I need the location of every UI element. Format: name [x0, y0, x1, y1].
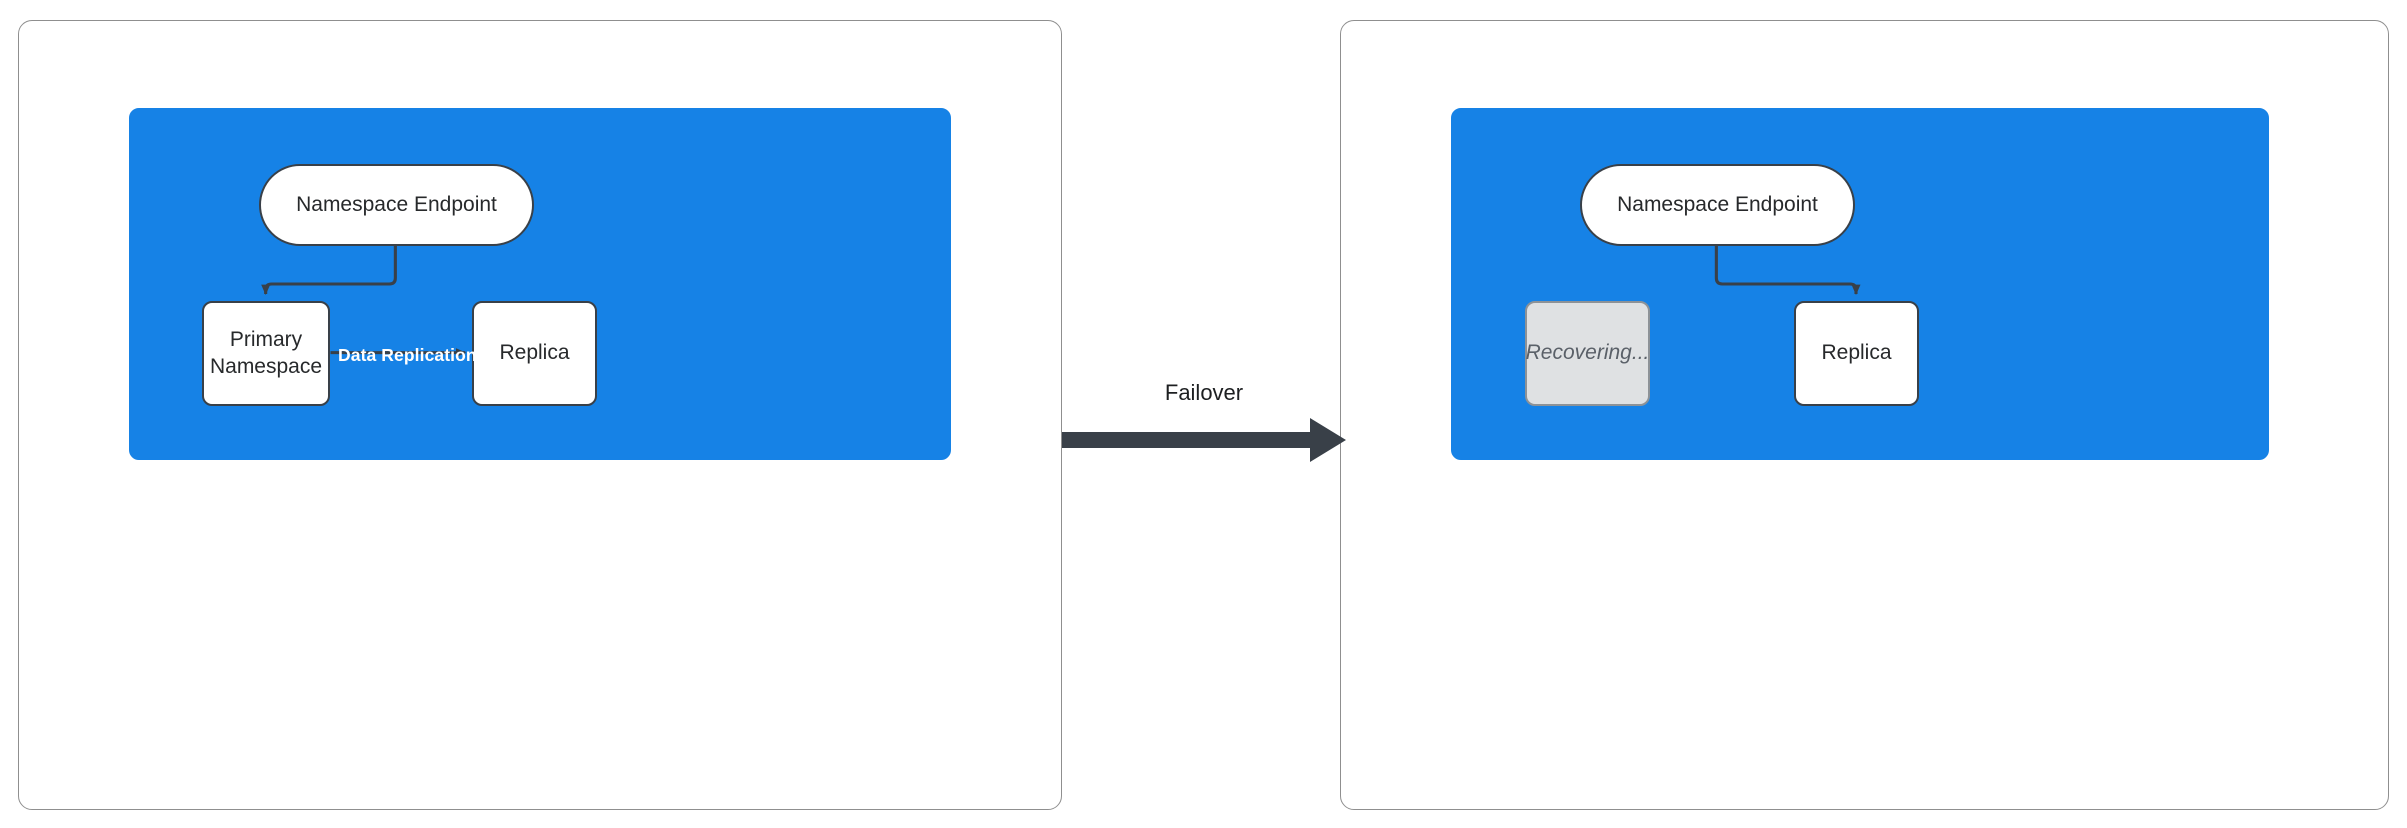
connector-layer-left [261, 245, 467, 358]
failover-arrow-icon [1062, 418, 1346, 462]
edge-endpoint-to-primary [261, 245, 397, 296]
panel-after-failover: After Failover Namespace Endpoint Recove… [1340, 20, 2389, 810]
failover-transition: Failover [1062, 380, 1346, 490]
node-replica-right[interactable]: Replica [1794, 301, 1919, 406]
node-primary-namespace[interactable]: Primary Namespace [202, 301, 330, 406]
node-label: Replica [499, 341, 570, 365]
node-label: Replica [1821, 341, 1892, 365]
failover-label: Failover [1164, 380, 1244, 405]
edge-label-data-replication: Data Replication [338, 345, 477, 365]
node-namespace-endpoint-right[interactable]: Namespace Endpoint [1580, 164, 1855, 246]
node-recovering[interactable]: Recovering... [1525, 301, 1650, 406]
node-label: Namespace Endpoint [296, 192, 497, 216]
node-label: Recovering... [1525, 341, 1650, 365]
zone-after-failover: Namespace Endpoint Recovering... Replica [1451, 108, 2269, 460]
node-namespace-endpoint-left[interactable]: Namespace Endpoint [259, 164, 534, 246]
panel-normal-operation: Normal Operation Namespace Endpo [18, 20, 1062, 810]
zone-normal-operation: Namespace Endpoint Primary Namespace Rep… [129, 108, 951, 460]
node-replica-left[interactable]: Replica [472, 301, 597, 406]
node-label: Namespace Endpoint [1617, 192, 1818, 216]
connector-layer-right [1714, 245, 1861, 296]
node-label: Primary Namespace [209, 327, 323, 378]
edge-endpoint-to-replica [1714, 245, 1861, 296]
